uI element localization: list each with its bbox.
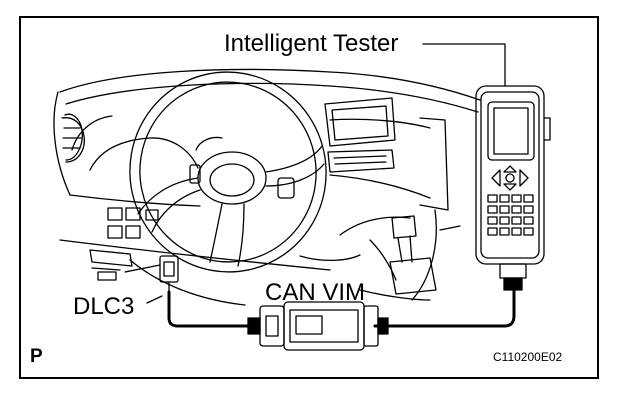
leader-lines [146, 43, 506, 304]
center-display [324, 97, 396, 173]
steering-wheel [129, 71, 327, 273]
center-console [389, 215, 461, 295]
dashboard-outline [53, 68, 481, 306]
dlc3-label: DLC3 [73, 293, 135, 320]
figure-code: C110200E02 [493, 350, 563, 364]
left-air-vent [61, 117, 85, 163]
intelligent-tester-device [475, 85, 551, 291]
lower-switch-panel [89, 207, 159, 281]
can-vim-label: CAN VIM [265, 279, 366, 306]
diagram-frame [19, 16, 599, 379]
panel-letter: P [30, 346, 43, 367]
cables [167, 288, 516, 328]
dlc3-connector [124, 255, 179, 293]
can-vim-module [247, 301, 389, 351]
intelligent-tester-label: Intelligent Tester [222, 30, 401, 57]
